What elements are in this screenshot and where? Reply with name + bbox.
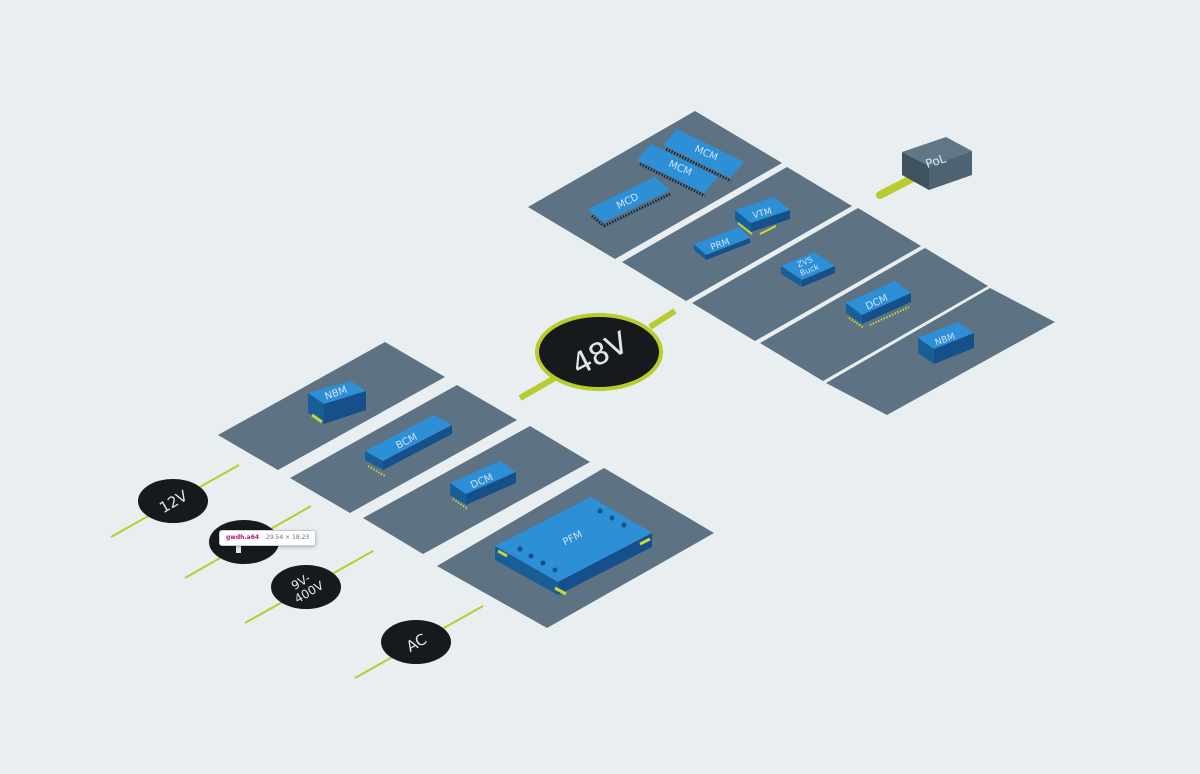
element-inspector-tooltip: gwdh.a64 29.54 × 18.23 (219, 530, 317, 546)
input-node-12v: 12V (138, 479, 208, 523)
module-bcm: BCM (365, 415, 452, 477)
input-glyph-partial (236, 546, 241, 553)
module-vtm: VTM (735, 197, 790, 235)
module-dcm: DCM (450, 461, 516, 510)
pol-label: PoL (924, 151, 948, 171)
input-node-ac: AC (381, 620, 451, 664)
module-dcm-right: DCM (846, 281, 911, 329)
tooltip-element-name: gwdh.a64 (226, 534, 260, 541)
tooltip-dimensions: 29.54 × 18.23 (266, 534, 310, 541)
module-mcm-second: MCM (637, 144, 718, 198)
bus-node-48v: 48V (535, 313, 663, 391)
input-node-9v-400v: 9V- 400V (271, 565, 341, 609)
module-nbm-right: NBM (918, 322, 974, 364)
module-mcd: MCD (588, 177, 671, 228)
module-nbm: NBM (308, 381, 366, 424)
pol-block: PoL (876, 137, 972, 199)
module-pfm: PFM (495, 497, 652, 596)
module-prm: PRM (694, 227, 750, 260)
module-mcm-top: MCM (663, 129, 744, 183)
bus-line-right (648, 308, 677, 330)
module-zvs-buck: ZVS Buck (781, 252, 835, 287)
module-label: VTM (752, 207, 773, 222)
